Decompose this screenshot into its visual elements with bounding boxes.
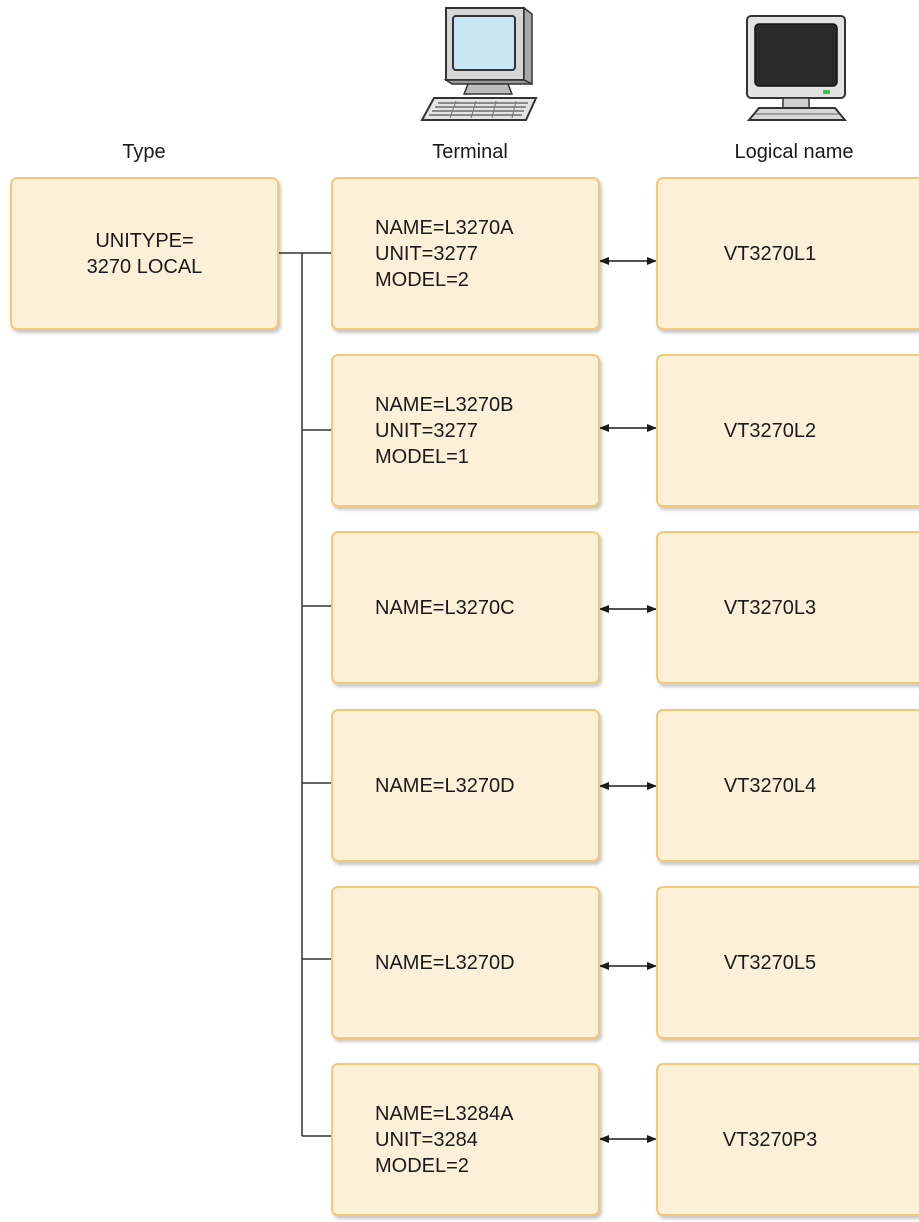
- terminal-line: NAME=L3270D: [375, 774, 515, 797]
- logical-name-label: VT3270P3: [722, 1128, 818, 1151]
- logical-name-box: VT3270L5: [656, 886, 919, 1039]
- terminal-box: NAME=L3284A UNIT=3284 MODEL=2: [331, 1063, 600, 1216]
- unit-type-line: UNITYPE=: [95, 229, 194, 252]
- terminal-box: NAME=L3270D: [331, 709, 600, 862]
- terminal-line: NAME=L3270D: [375, 951, 515, 974]
- logical-name-header: Logical name: [734, 141, 854, 163]
- terminal-line: MODEL=2: [375, 268, 469, 291]
- logical-name-box: VT3270P3: [656, 1063, 919, 1216]
- terminal-line: NAME=L3270B: [375, 393, 514, 416]
- terminal-line: UNIT=3277: [375, 242, 478, 265]
- logical-name-label: VT3270L1: [723, 242, 817, 265]
- logical-name-label: VT3270L3: [723, 596, 817, 619]
- unit-type-box: UNITYPE= 3270 LOCAL: [10, 177, 279, 330]
- terminal-line: NAME=L3270C: [375, 596, 515, 619]
- terminal-line: UNIT=3284: [375, 1128, 478, 1151]
- computer-terminal-icon: [420, 6, 538, 121]
- terminal-line: MODEL=2: [375, 1154, 469, 1177]
- unit-type-line: 3270 LOCAL: [86, 255, 203, 278]
- logical-name-box: VT3270L3: [656, 531, 919, 684]
- logical-name-box: VT3270L1: [656, 177, 919, 330]
- logical-name-label: VT3270L5: [723, 951, 817, 974]
- terminal-line: NAME=L3284A: [375, 1102, 514, 1125]
- terminal-box: NAME=L3270D: [331, 886, 600, 1039]
- terminal-header: Terminal: [432, 141, 508, 163]
- logical-name-label: VT3270L4: [723, 774, 817, 797]
- terminal-box: NAME=L3270A UNIT=3277 MODEL=2: [331, 177, 600, 330]
- logical-name-box: VT3270L4: [656, 709, 919, 862]
- terminal-box: NAME=L3270B UNIT=3277 MODEL=1: [331, 354, 600, 507]
- logical-name-box: VT3270L2: [656, 354, 919, 507]
- terminal-line: UNIT=3277: [375, 419, 478, 442]
- terminal-line: MODEL=1: [375, 445, 469, 468]
- terminal-box: NAME=L3270C: [331, 531, 600, 684]
- monitor-icon: [746, 15, 848, 121]
- terminal-line: NAME=L3270A: [375, 216, 514, 239]
- type-header: Type: [122, 141, 166, 163]
- logical-name-label: VT3270L2: [723, 419, 817, 442]
